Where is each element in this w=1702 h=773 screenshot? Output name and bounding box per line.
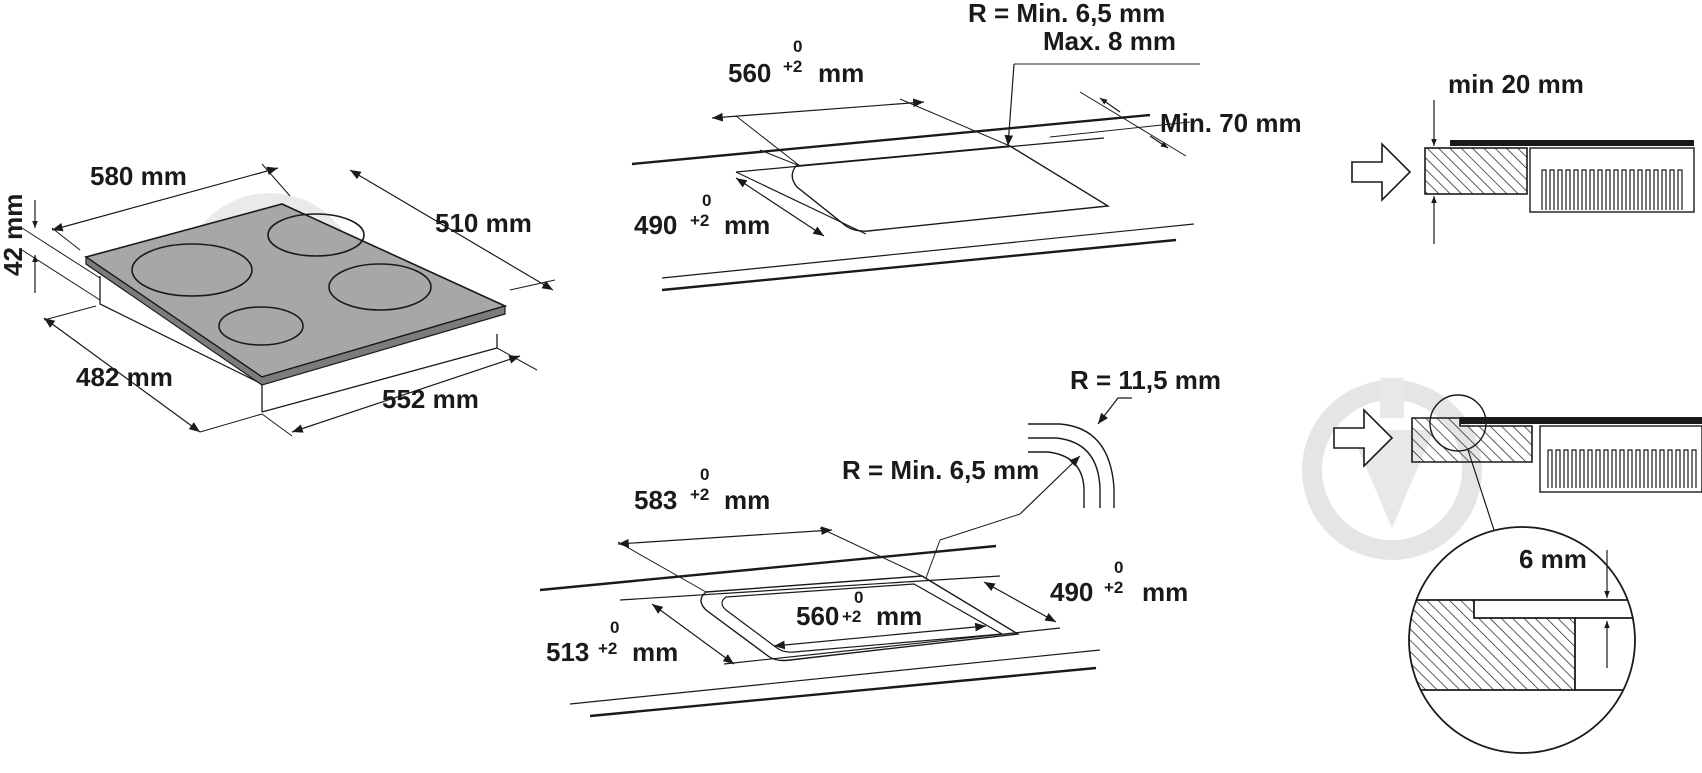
svg-text:+2: +2 [690, 485, 709, 504]
grille-fin [1659, 449, 1665, 488]
worktop-section-recessed [1333, 394, 1702, 754]
grille-fin [1635, 449, 1641, 488]
grille-fin [1547, 449, 1553, 488]
min-thickness-label: min 20 mm [1448, 69, 1584, 99]
arrow-right-icon [1333, 408, 1394, 468]
grille-fin [1587, 449, 1593, 488]
grille-fin [1629, 169, 1635, 210]
grille-fin [1645, 169, 1651, 210]
svg-text:0: 0 [700, 465, 709, 484]
cutout-recessed-drawing [539, 397, 1132, 718]
recessed-outer-radius-label: R = 11,5 mm [1070, 365, 1221, 395]
hob-width-label: 580 mm [90, 161, 187, 191]
grille-fin [1549, 169, 1555, 210]
svg-text:0: 0 [854, 588, 863, 607]
hob-base-depth-label: 482 mm [76, 362, 173, 392]
svg-text:513: 513 [546, 637, 589, 667]
recessed-outer-depth-label: 490 0 +2 mm [1050, 558, 1188, 607]
flush-edge-distance-label: Min. 70 mm [1160, 108, 1302, 138]
grille-fin [1667, 449, 1673, 488]
grille-fin [1653, 169, 1659, 210]
grille-fin [1541, 169, 1547, 210]
svg-text:mm: mm [818, 58, 864, 88]
arrow-right-icon [1351, 142, 1412, 202]
hob-height-label: 42 mm [0, 194, 28, 276]
grille-fin [1589, 169, 1595, 210]
svg-text:0: 0 [793, 37, 802, 56]
hob-dimension-lines [21, 163, 556, 437]
watermark-logo-icon [1302, 378, 1482, 560]
hob-depth-label: 510 mm [435, 208, 532, 238]
grille-fin [1573, 169, 1579, 210]
recessed-inner-length-label: 560 0 +2 mm [796, 588, 922, 631]
flush-length-label: 560 0 +2 mm [728, 37, 864, 88]
svg-text:560: 560 [728, 58, 771, 88]
svg-text:+2: +2 [690, 211, 709, 230]
grille-fin [1565, 169, 1571, 210]
grille-fin [1597, 169, 1603, 210]
grille-fin [1557, 169, 1563, 210]
svg-text:+2: +2 [783, 57, 802, 76]
grille-fin [1581, 169, 1587, 210]
grille-fin [1675, 449, 1681, 488]
svg-text:0: 0 [610, 618, 619, 637]
grille-fin [1661, 169, 1667, 210]
grille-fin [1605, 169, 1611, 210]
grille-fin [1637, 169, 1643, 210]
recessed-inner-depth-label: 513 0 +2 mm [546, 618, 678, 667]
svg-text:mm: mm [632, 637, 678, 667]
svg-text:+2: +2 [1104, 578, 1123, 597]
svg-text:583: 583 [634, 485, 677, 515]
grille-fin [1621, 169, 1627, 210]
svg-text:mm: mm [876, 601, 922, 631]
svg-text:+2: +2 [842, 607, 861, 626]
svg-text:0: 0 [1114, 558, 1123, 577]
svg-text:490: 490 [1050, 577, 1093, 607]
worktop-section-flush [1351, 100, 1695, 244]
recessed-outer-length-label: 583 0 +2 mm [634, 465, 770, 515]
recess-depth-label: 6 mm [1519, 544, 1587, 574]
recessed-inner-radius-label: R = Min. 6,5 mm [842, 455, 1039, 485]
grille-fin [1603, 449, 1609, 488]
grille-fin [1619, 449, 1625, 488]
grille-fin [1571, 449, 1577, 488]
svg-text:mm: mm [724, 485, 770, 515]
svg-text:mm: mm [724, 210, 770, 240]
grille-fin [1611, 449, 1617, 488]
grille-fin [1563, 449, 1569, 488]
grille-fin [1683, 449, 1689, 488]
grille-fin [1595, 449, 1601, 488]
hob-base-width-label: 552 mm [382, 384, 479, 414]
svg-text:490: 490 [634, 210, 677, 240]
cutout-flush-drawing [631, 63, 1200, 292]
grille-fin [1613, 169, 1619, 210]
svg-text:mm: mm [1142, 577, 1188, 607]
svg-text:0: 0 [702, 191, 711, 210]
grille-fin [1627, 449, 1633, 488]
grille-fin [1643, 449, 1649, 488]
flush-radius-label: R = Min. 6,5 mm [968, 0, 1165, 28]
grille-fin [1677, 169, 1683, 210]
grille-fin [1579, 449, 1585, 488]
svg-text:+2: +2 [598, 639, 617, 658]
grille-fin [1651, 449, 1657, 488]
grille-fin [1669, 169, 1675, 210]
flush-depth-label: 490 0 +2 mm [634, 191, 770, 240]
svg-text:560: 560 [796, 601, 839, 631]
flush-radius-max-label: Max. 8 mm [1043, 26, 1176, 56]
grille-fin [1555, 449, 1561, 488]
grille-fin [1691, 449, 1697, 488]
